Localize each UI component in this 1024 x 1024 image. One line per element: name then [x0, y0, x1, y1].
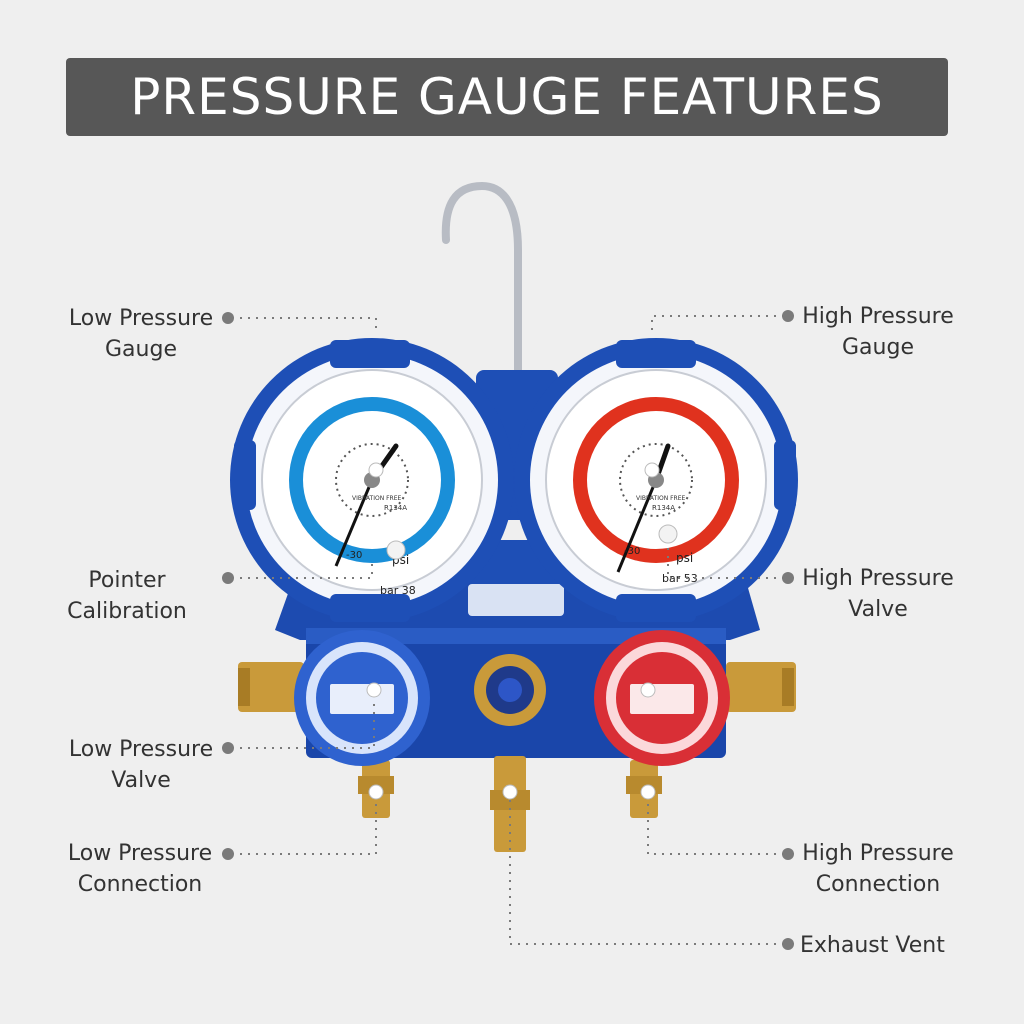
- leader-high-valve: [667, 548, 784, 579]
- low-knob-label-plate: [330, 684, 394, 714]
- leader-lines: [240, 315, 784, 945]
- label-high-pressure-valve: High Pressure Valve: [802, 566, 954, 622]
- target-high-connection: [640, 784, 656, 800]
- low-gauge-brand: VIBRATION FREE: [352, 495, 402, 502]
- leader-high-gauge: [651, 315, 784, 330]
- label-low-pressure-connection: Low Pressure Connection: [67, 841, 213, 897]
- high-pressure-valve-knob[interactable]: [594, 630, 730, 766]
- target-dots: [366, 462, 660, 800]
- high-gauge-scale: [573, 397, 739, 563]
- high-gauge-vac: -30: [624, 546, 640, 557]
- low-pressure-gauge: psi bar 38 R134A VIBRATION FREE -30: [230, 338, 514, 622]
- low-gauge-clip-top: [330, 340, 410, 368]
- label-low-pressure-valve: Low Pressure Valve: [68, 737, 214, 793]
- target-low-connection: [368, 784, 384, 800]
- leader-dots: [222, 310, 794, 950]
- left-side-fitting: [238, 662, 304, 712]
- housing-label-plate: [468, 584, 564, 616]
- page-title: PRESSURE GAUGE FEATURES: [130, 68, 884, 126]
- target-low-valve: [366, 682, 382, 698]
- low-gauge-clip-left: [234, 440, 256, 510]
- high-gauge-inner-scale: [619, 443, 693, 517]
- dot-low-valve: [222, 742, 234, 754]
- hanging-hook: [441, 181, 522, 376]
- high-pressure-gauge: psi bar 53 R134A VIBRATION FREE -30: [514, 338, 798, 622]
- low-pressure-valve-knob[interactable]: [294, 630, 430, 766]
- sight-glass-center: [498, 678, 522, 702]
- leader-low-gauge: [240, 317, 377, 330]
- right-fitting-thread: [782, 668, 794, 706]
- label-high-pressure-connection: High Pressure Connection: [802, 841, 954, 897]
- dot-high-connection: [782, 848, 794, 860]
- low-gauge-bar-label: bar 38: [380, 584, 416, 597]
- dot-low-gauge: [222, 312, 234, 324]
- label-exhaust-vent: Exhaust Vent: [800, 933, 945, 958]
- dot-exhaust-vent: [782, 938, 794, 950]
- target-high-gauge: [644, 462, 660, 478]
- label-pointer-calibration: Pointer Calibration: [67, 568, 187, 624]
- dot-low-connection: [222, 848, 234, 860]
- label-low-pressure-gauge: Low Pressure Gauge: [68, 306, 214, 362]
- low-gauge-inner-scale: [335, 443, 409, 517]
- low-gauge-scale: [289, 397, 455, 563]
- dot-high-valve: [782, 572, 794, 584]
- target-high-valve: [640, 682, 656, 698]
- leader-pointer-calibration: [240, 560, 373, 579]
- high-gauge-unit: psi: [676, 551, 693, 565]
- high-knob-label-plate: [630, 684, 694, 714]
- dot-high-gauge: [782, 310, 794, 322]
- left-fitting-thread: [238, 668, 250, 706]
- leader-exhaust-vent: [509, 800, 784, 945]
- low-gauge-vac: -30: [346, 550, 362, 561]
- low-gauge-clip-bottom: [330, 594, 410, 622]
- high-gauge-refrigerant: R134A: [652, 504, 675, 512]
- leader-high-connection: [647, 800, 784, 855]
- low-calibration-screw: [386, 540, 406, 560]
- high-gauge-brand: VIBRATION FREE: [636, 495, 686, 502]
- target-low-gauge: [368, 462, 384, 478]
- low-gauge-refrigerant: R134A: [384, 504, 407, 512]
- high-gauge-pointer: [616, 479, 658, 573]
- title-banner: PRESSURE GAUGE FEATURES: [66, 58, 948, 136]
- right-side-fitting: [726, 662, 796, 712]
- target-exhaust-vent: [502, 784, 518, 800]
- leader-low-connection: [240, 800, 377, 855]
- high-gauge-clip-right: [774, 440, 796, 510]
- manifold-block-top: [306, 628, 726, 644]
- high-gauge-clip-bottom: [616, 594, 696, 622]
- high-gauge-clip-top: [616, 340, 696, 368]
- label-high-pressure-gauge: High Pressure Gauge: [802, 304, 954, 360]
- dot-pointer-calibration: [222, 572, 234, 584]
- low-gauge-pointer: [334, 479, 374, 567]
- high-calibration-screw: [658, 524, 678, 544]
